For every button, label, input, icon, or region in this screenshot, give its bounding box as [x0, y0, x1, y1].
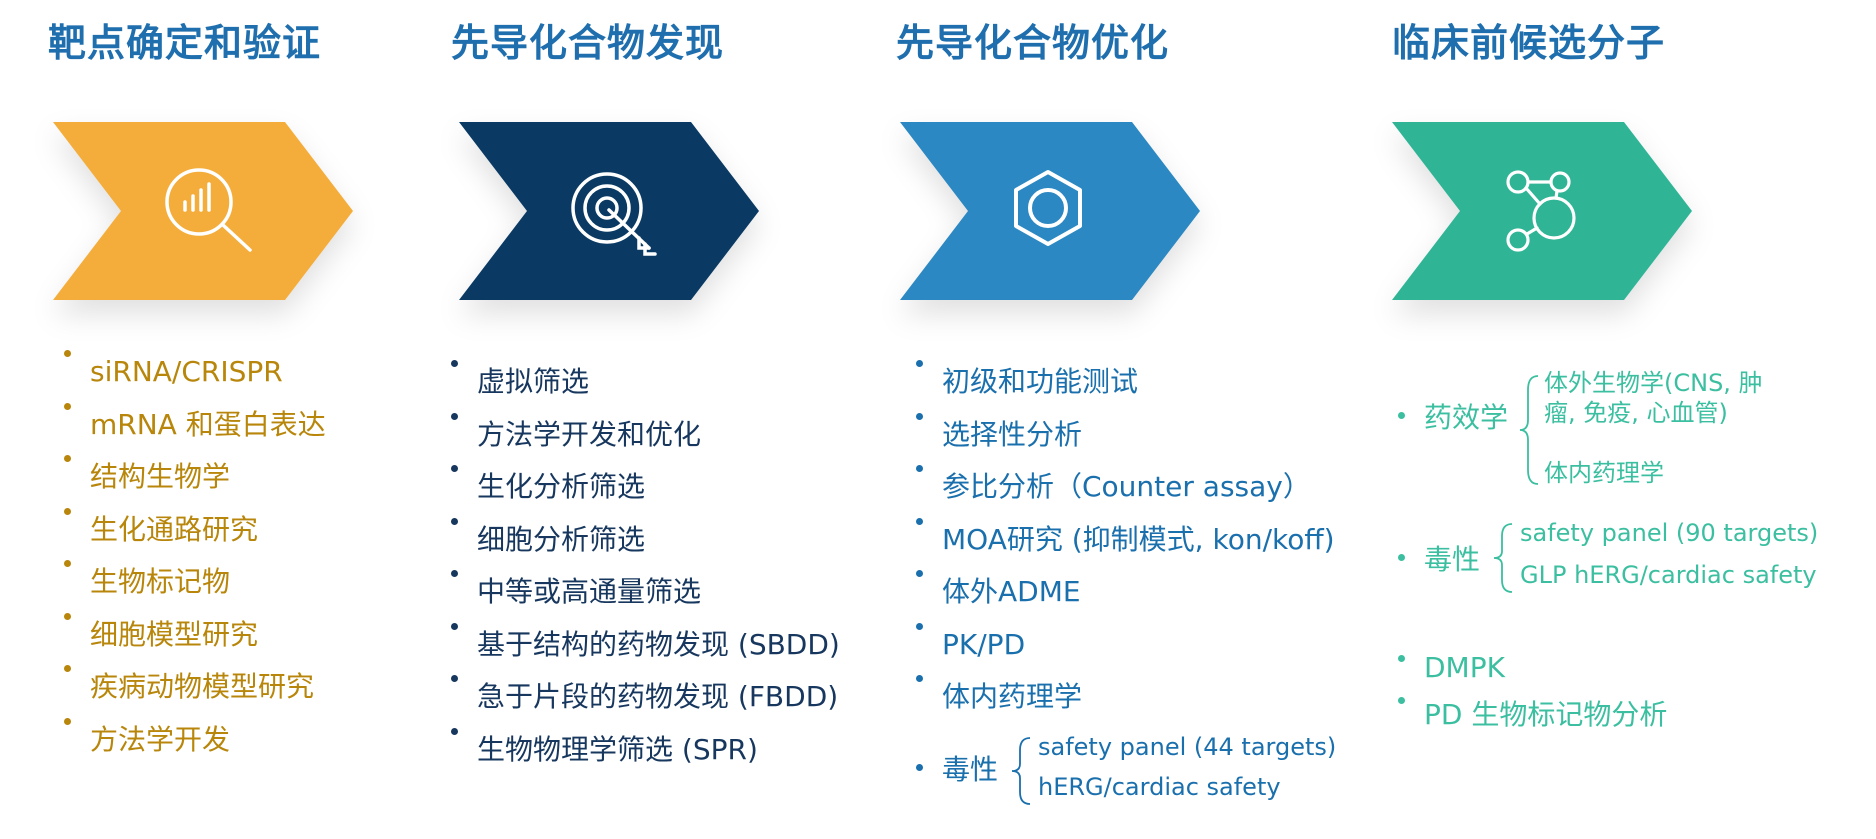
- list-item: 细胞分析筛选: [451, 514, 840, 567]
- list-item: 虚拟筛选: [451, 356, 840, 409]
- list-item: 初级和功能测试: [916, 356, 1335, 409]
- group-sub-item: GLP hERG/cardiac safety: [1520, 561, 1817, 589]
- list-item: 生化分析筛选: [451, 461, 840, 514]
- stage-title: 靶点确定和验证: [48, 21, 322, 65]
- list-item: 方法学开发和优化: [451, 409, 840, 462]
- brace-icon: [1519, 375, 1539, 485]
- list-item: 基于结构的药物发现 (SBDD): [451, 619, 840, 672]
- stage-target-validation: 靶点确定和验证 siRNA/CRISPR mRNA 和蛋白表达 结构生物学 生化…: [48, 0, 408, 839]
- group-label: 药效学: [1397, 396, 1508, 436]
- list-item: PD 生物标记物分析: [1397, 693, 1667, 733]
- list-item: 急于片段的药物发现 (FBDD): [451, 671, 840, 724]
- list-item: 生化通路研究: [64, 504, 326, 557]
- list-item: MOA研究 (抑制模式, kon/koff): [916, 514, 1335, 567]
- benzene-icon: [1014, 170, 1082, 246]
- list-item: 疾病动物模型研究: [64, 661, 326, 714]
- molecule-icon: [1506, 170, 1576, 252]
- stage-lead-optimization: 先导化合物优化 初级和功能测试 选择性分析 参比分析（Counter assay…: [896, 0, 1356, 839]
- group-sub-item: 瘤, 免疫, 心血管): [1544, 399, 1728, 427]
- brace-icon: [1493, 523, 1513, 593]
- stage-item-list: 初级和功能测试 选择性分析 参比分析（Counter assay） MOA研究 …: [916, 356, 1335, 724]
- list-item: 生物标记物: [64, 556, 326, 609]
- list-item: 选择性分析: [916, 409, 1335, 462]
- list-item: 参比分析（Counter assay）: [916, 461, 1335, 514]
- list-item: 体内药理学: [916, 671, 1335, 724]
- stage-title: 先导化合物发现: [451, 21, 725, 65]
- target-icon: [571, 172, 657, 256]
- list-item: 体外ADME: [916, 566, 1335, 619]
- list-item: PK/PD: [916, 619, 1335, 672]
- list-item: 生物物理学筛选 (SPR): [451, 724, 840, 777]
- group-sub-item: safety panel (90 targets): [1520, 519, 1819, 547]
- list-item: 方法学开发: [64, 714, 326, 767]
- list-item: 细胞模型研究: [64, 609, 326, 662]
- toxicity-group: 毒性 safety panel (44 targets) hERG/cardia…: [915, 732, 1336, 816]
- brace-icon: [1011, 737, 1031, 805]
- stage-lead-discovery: 先导化合物发现 虚拟筛选 方法学开发和优化 生化分析筛选 细胞分析筛选 中等或高…: [451, 0, 871, 839]
- group-sub-item: hERG/cardiac safety: [1038, 773, 1281, 801]
- pharmacodynamics-group: 药效学 体外生物学(CNS, 肿 瘤, 免疫, 心血管) 体内药理学: [1397, 368, 1844, 498]
- chevron-stage-4: [1392, 122, 1692, 300]
- list-item: mRNA 和蛋白表达: [64, 399, 326, 452]
- group-sub-item: 体外生物学(CNS, 肿: [1544, 369, 1763, 397]
- list-item: 结构生物学: [64, 451, 326, 504]
- group-sub-item: 体内药理学: [1544, 459, 1664, 487]
- group-label: 毒性: [915, 748, 998, 788]
- list-item: 中等或高通量筛选: [451, 566, 840, 619]
- group-label: 毒性: [1397, 538, 1480, 578]
- magnifier-chart-icon: [165, 168, 252, 252]
- chevron-stage-3: [900, 122, 1200, 300]
- stage-preclinical-candidate: 临床前候选分子 药效学 体外生物学(CN: [1392, 0, 1862, 839]
- chevron-stage-1: [53, 122, 353, 300]
- toxicity-group: 毒性 safety panel (90 targets) GLP hERG/ca…: [1397, 518, 1844, 602]
- group-sub-item: safety panel (44 targets): [1038, 733, 1337, 761]
- list-item: siRNA/CRISPR: [64, 346, 326, 399]
- stage-title: 临床前候选分子: [1392, 21, 1666, 65]
- stage-item-list: siRNA/CRISPR mRNA 和蛋白表达 结构生物学 生化通路研究 生物标…: [64, 346, 326, 766]
- stage-title: 先导化合物优化: [896, 21, 1170, 65]
- stage-item-list: 虚拟筛选 方法学开发和优化 生化分析筛选 细胞分析筛选 中等或高通量筛选 基于结…: [451, 356, 840, 776]
- chevron-stage-2: [459, 122, 759, 300]
- list-item: DMPK: [1398, 651, 1505, 684]
